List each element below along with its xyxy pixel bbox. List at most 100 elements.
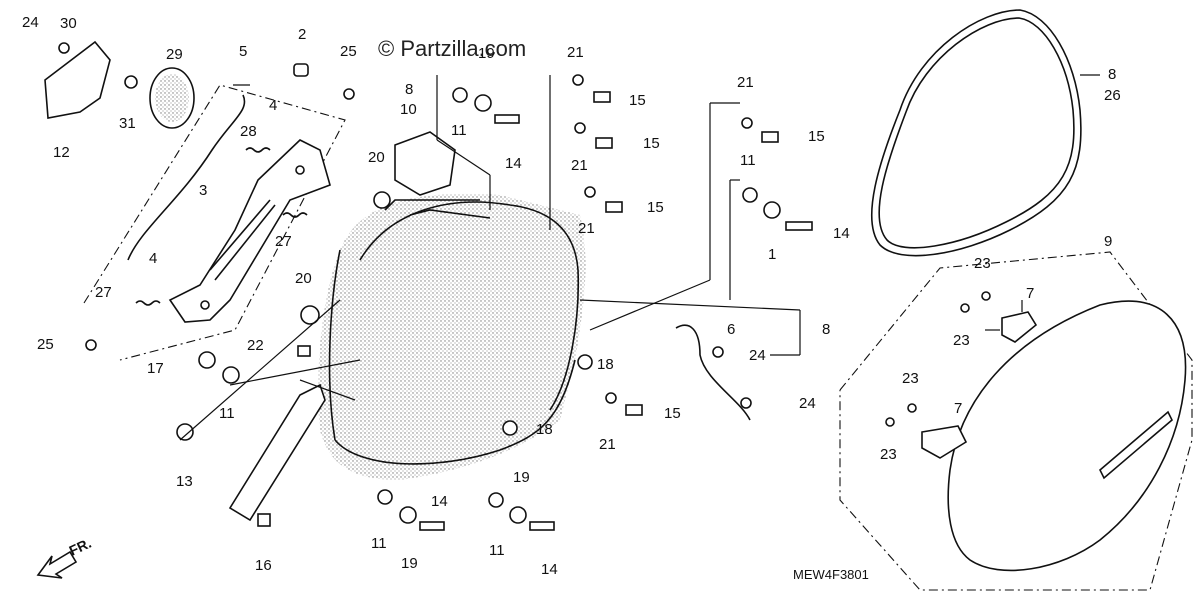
lid-assembly-box <box>839 251 1193 591</box>
nut-part <box>502 420 518 436</box>
collar-part <box>198 351 216 369</box>
front-direction-arrow: FR. <box>36 535 94 579</box>
callout-label: 2 <box>298 26 306 43</box>
callout-label: 8 <box>822 321 830 338</box>
callout-label: 3 <box>199 182 207 199</box>
callout-label: 18 <box>536 421 553 438</box>
watermark: © Partzilla.com <box>378 36 526 61</box>
washer-part <box>222 366 240 384</box>
callout-label: 7 <box>954 400 962 417</box>
collar-part <box>509 506 527 524</box>
washer-part <box>377 489 393 505</box>
callout-label: 20 <box>368 149 385 166</box>
callout-label: 1 <box>768 246 776 263</box>
bolt-part <box>605 201 623 213</box>
callout-label: 23 <box>974 255 991 272</box>
callout-label: 11 <box>740 152 756 169</box>
callout-label: 31 <box>119 115 136 132</box>
spring-part <box>245 147 271 153</box>
callout-label: 23 <box>880 446 897 463</box>
bolt-part <box>593 91 611 103</box>
callout-label: 8 <box>405 81 413 98</box>
spring-part <box>282 212 308 218</box>
callout-label: 11 <box>489 542 505 559</box>
callout-label: 27 <box>95 284 112 301</box>
callout-label: 20 <box>295 270 312 287</box>
bolt-part <box>761 131 779 143</box>
callout-label: 14 <box>541 561 558 578</box>
lid-part <box>947 300 1187 572</box>
stay-part <box>228 383 326 522</box>
bolt-part <box>907 403 917 413</box>
callout-label: 19 <box>513 469 530 486</box>
callout-label: 5 <box>239 43 247 60</box>
seal-part <box>870 9 1082 257</box>
bolt-part <box>494 114 520 124</box>
callout-label: 25 <box>340 43 357 60</box>
grommet-part <box>176 423 194 441</box>
bolt-part <box>529 521 555 531</box>
callout-label: 21 <box>599 436 616 453</box>
washer-part <box>741 117 753 129</box>
callout-label: 15 <box>808 128 825 145</box>
leader-lines <box>179 75 801 441</box>
callout-label: 21 <box>737 74 754 91</box>
callout-label: 12 <box>53 144 70 161</box>
callout-label: 24 <box>749 347 766 364</box>
callout-label: 14 <box>833 225 850 242</box>
callout-label: 8 <box>1108 66 1116 83</box>
washer-part <box>584 186 596 198</box>
hinge-part <box>921 425 968 459</box>
callout-label: 25 <box>37 336 54 353</box>
reflector-part <box>149 67 195 129</box>
washer-part <box>742 187 758 203</box>
bolt-part <box>960 303 970 313</box>
callout-label: 29 <box>166 46 183 63</box>
callout-label: 19 <box>478 45 495 62</box>
bolt-part <box>343 88 355 100</box>
callout-label: 21 <box>578 220 595 237</box>
direction-label: FR. <box>67 535 94 559</box>
callout-label: 7 <box>1026 285 1034 302</box>
callout-label: 18 <box>597 356 614 373</box>
latch-assembly-box <box>83 84 346 361</box>
grommet-part <box>293 63 309 77</box>
callout-label: 26 <box>1104 87 1121 104</box>
bolt-part <box>595 137 613 149</box>
gasket-part <box>394 131 456 196</box>
grommet-part <box>300 305 320 325</box>
callout-label: 11 <box>451 122 467 139</box>
callout-label: 11 <box>219 405 235 422</box>
strap-part <box>675 324 751 421</box>
clip-part <box>297 345 311 357</box>
bolt-part <box>625 404 643 416</box>
washer-part <box>605 392 617 404</box>
bracket-part <box>44 40 111 119</box>
callout-label: 15 <box>643 135 660 152</box>
callout-label: 6 <box>727 321 735 338</box>
callout-label: 15 <box>629 92 646 109</box>
callout-label: 24 <box>22 14 39 31</box>
washer-part <box>574 122 586 134</box>
washer-part <box>572 74 584 86</box>
diagram-code: MEW4F3801 <box>793 567 869 582</box>
callout-label: 15 <box>664 405 681 422</box>
callout-label: 22 <box>247 337 264 354</box>
callout-label: 4 <box>269 97 277 114</box>
callout-label: 17 <box>147 360 164 377</box>
saddlebag-case-part <box>318 193 586 480</box>
washer-part <box>452 87 468 103</box>
callout-label: 14 <box>505 155 522 172</box>
callout-label: 14 <box>431 493 448 510</box>
nut-part <box>58 42 70 54</box>
callout-label: 23 <box>953 332 970 349</box>
bolt-part <box>712 346 724 358</box>
washer-part <box>488 492 504 508</box>
callout-label: 23 <box>902 370 919 387</box>
collar-part <box>474 94 492 112</box>
collar-part <box>763 201 781 219</box>
callout-label: 28 <box>240 123 257 140</box>
bolt-part <box>981 291 991 301</box>
callout-label: 15 <box>647 199 664 216</box>
